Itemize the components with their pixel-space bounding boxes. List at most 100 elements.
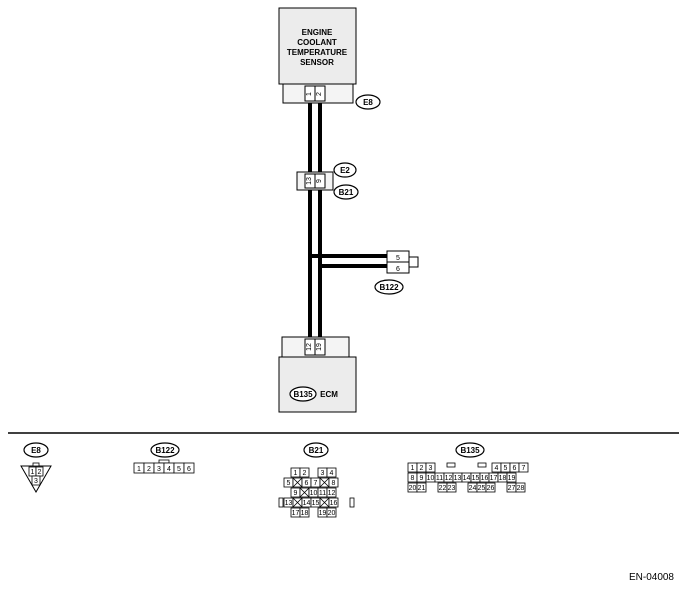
connector-callout-e2: E2 xyxy=(333,162,357,178)
b21-pin-12-box xyxy=(326,487,337,498)
b135-pin-7-box xyxy=(518,462,529,473)
b21-pin-20: 20 xyxy=(328,510,336,517)
sensor-name-line-3: TEMPERATURE xyxy=(287,48,348,57)
connector-callout-b135 xyxy=(289,386,317,402)
ecm-pin-12: 12 xyxy=(306,343,313,351)
b21-pin-16-box xyxy=(328,497,339,508)
b21-pin-16: 16 xyxy=(330,500,338,507)
b122-pin-1: 1 xyxy=(137,466,141,473)
b135-pin-3-box xyxy=(425,462,436,473)
b21-pin-20-box xyxy=(326,507,337,518)
b21-blank-cross xyxy=(319,497,330,508)
b135-pin-23: 23 xyxy=(448,485,456,492)
svg-text:B135: B135 xyxy=(293,390,313,399)
b122-pin-6-box xyxy=(183,462,195,474)
sensor-name-line-1: ENGINE xyxy=(302,28,333,37)
sensor-name-line-4: SENSOR xyxy=(300,58,334,67)
b135-pin-9: 9 xyxy=(420,475,424,482)
sensor-name-line-2: COOLANT xyxy=(297,38,337,47)
b21-pin-3: 3 xyxy=(321,470,325,477)
b135-pin-14: 14 xyxy=(463,475,471,482)
svg-text:B122: B122 xyxy=(155,446,175,455)
b135-pin-22: 22 xyxy=(439,485,447,492)
b21-pin-4: 4 xyxy=(330,470,334,477)
b135-pin-5: 5 xyxy=(504,465,508,472)
b135-pin-17: 17 xyxy=(490,475,498,482)
b21-pin-4-box xyxy=(326,467,337,478)
b21-pin-2: 2 xyxy=(303,470,307,477)
b135-pin-21: 21 xyxy=(418,485,426,492)
b135-pin-2: 2 xyxy=(420,465,424,472)
b135-pin-4: 4 xyxy=(495,465,499,472)
svg-text:B122: B122 xyxy=(379,283,399,292)
b135-pin-26-box xyxy=(485,482,496,493)
joint-pin-9: 9 xyxy=(316,179,323,183)
joint-pin-13: 13 xyxy=(306,177,313,185)
b21-pin-8-box xyxy=(328,477,339,488)
b21-pin-5: 5 xyxy=(287,480,291,487)
b21-pin-19: 19 xyxy=(319,510,327,517)
b135-pin-28: 28 xyxy=(517,485,525,492)
b21-blank-cross xyxy=(292,497,303,508)
svg-text:E8: E8 xyxy=(31,446,41,455)
branch-pin-5: 5 xyxy=(396,255,400,262)
branch-pin-6: 6 xyxy=(396,266,400,273)
b135-pin-28-box xyxy=(515,482,526,493)
b135-pin-7: 7 xyxy=(522,465,526,472)
b122-pin-3: 3 xyxy=(157,466,161,473)
b122-pin-5: 5 xyxy=(177,466,181,473)
svg-text:B21: B21 xyxy=(339,188,354,197)
svg-text:B21: B21 xyxy=(309,446,324,455)
joint-connector: 13 9 xyxy=(296,171,334,191)
figure-code: EN-04008 xyxy=(629,572,674,583)
b135-pin-19-box xyxy=(506,472,517,483)
svg-text:E2: E2 xyxy=(340,166,350,175)
b135-pin-15: 15 xyxy=(472,475,480,482)
b122-pin-6: 6 xyxy=(187,466,191,473)
b122-pin-2: 2 xyxy=(147,466,151,473)
b135-pin-23-box xyxy=(446,482,457,493)
b135-pin-12: 12 xyxy=(445,475,453,482)
svg-text:1: 1 xyxy=(31,469,35,476)
sensor-pin-2: 2 xyxy=(316,92,323,96)
sensor-component: ENGINE COOLANT TEMPERATURE SENSOR 1 2 xyxy=(278,7,357,104)
b21-pin-9: 9 xyxy=(294,490,298,497)
b21-pin-1: 1 xyxy=(294,470,298,477)
ecm-pin-19: 19 xyxy=(316,343,323,351)
b135-pin-16: 16 xyxy=(481,475,489,482)
b135-pin-8: 8 xyxy=(411,475,415,482)
harness-wires xyxy=(308,103,387,337)
b21-pin-10: 10 xyxy=(310,490,318,497)
b21-blank-cross xyxy=(292,477,303,488)
b135-pin-24: 24 xyxy=(469,485,477,492)
b135-pin-11: 11 xyxy=(436,475,443,482)
ecm-component: 12 19 B135 ECM xyxy=(278,336,357,413)
svg-text:3: 3 xyxy=(34,478,38,485)
b135-pin-13: 13 xyxy=(454,475,462,482)
b122-pin-4: 4 xyxy=(167,466,171,473)
connector-view-e8: E8 1 2 3 xyxy=(20,442,52,494)
b21-pin-12: 12 xyxy=(328,490,336,497)
b21-pin-8: 8 xyxy=(332,480,336,487)
b21-pin-6: 6 xyxy=(305,480,309,487)
b135-pin-18: 18 xyxy=(499,475,507,482)
svg-text:B135: B135 xyxy=(460,446,480,455)
b135-pin-6: 6 xyxy=(513,465,517,472)
b135-pin-10: 10 xyxy=(427,475,435,482)
connector-callout-b122: B122 xyxy=(374,279,404,295)
b21-pin-7: 7 xyxy=(314,480,318,487)
b135-pin-27: 27 xyxy=(508,485,516,492)
b135-pin-20: 20 xyxy=(409,485,417,492)
b21-pin-13: 13 xyxy=(285,500,293,507)
connector-callout-e8: E8 xyxy=(355,94,381,110)
b21-pin-11: 11 xyxy=(319,490,326,497)
b21-pin-18-box xyxy=(299,507,310,518)
b135-pin-19: 19 xyxy=(508,475,516,482)
b135-pin-25: 25 xyxy=(478,485,486,492)
sensor-pin-1: 1 xyxy=(306,92,313,96)
svg-text:E8: E8 xyxy=(363,98,373,107)
